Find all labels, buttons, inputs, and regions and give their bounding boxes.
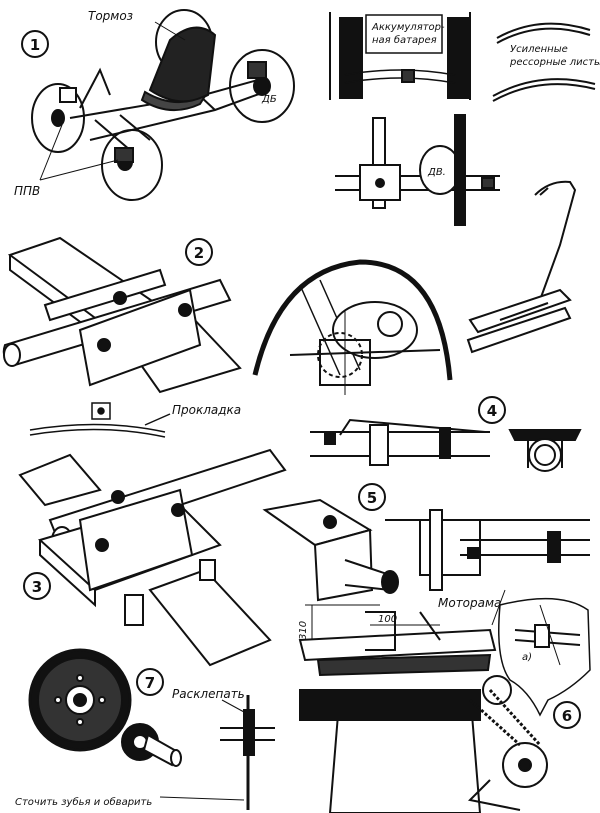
- label-battery-line2: ная батарея: [372, 34, 437, 46]
- engine-wheel-assembly: [335, 114, 500, 226]
- label-springs-line1: Усиленные: [510, 44, 568, 55]
- spring-leaf-lower: [148, 568, 272, 667]
- label-brake: Тормоз: [88, 9, 133, 23]
- figure-1-number: 1: [30, 36, 40, 54]
- figure-number-badge: [136, 668, 164, 696]
- figure-5-axle-bracket: [262, 483, 590, 602]
- figure-number-badge: [553, 701, 581, 729]
- figure-number-badge: [23, 572, 51, 600]
- label-gasket: Прокладка: [172, 403, 241, 417]
- figure-4-number: 4: [487, 402, 497, 420]
- label-engine-dv: ДВ.: [427, 167, 446, 178]
- label-motor-frame: Моторама: [438, 596, 501, 610]
- figure-7-number: 7: [145, 674, 155, 692]
- figure-number-badge: [185, 238, 213, 266]
- label-detail-a: а): [522, 652, 532, 663]
- clamp-plate: [78, 288, 202, 387]
- rear-right-wheel: [229, 49, 295, 123]
- figure-1-go-kart: [21, 9, 295, 201]
- front-left-wheel: [31, 83, 85, 153]
- brake-lever-drawing: [466, 180, 577, 354]
- label-dim-100: 100: [378, 614, 397, 625]
- seat: [148, 26, 217, 103]
- label-grind-teeth: Сточить зубья и обварить: [15, 796, 152, 808]
- battery-mount-drawing: [329, 12, 471, 100]
- figure-4-spring-mount: [310, 396, 582, 472]
- figure-number-badge: [21, 30, 49, 58]
- figure-6-motor-frame: [298, 589, 591, 813]
- figure-2-frame-clamp: [2, 236, 242, 394]
- wheel-arch-drive-drawing: [252, 259, 453, 395]
- clamp-block: [78, 488, 194, 592]
- gasket-drawing: [29, 402, 171, 438]
- figure-6-number: 6: [562, 707, 572, 725]
- label-dim-310: 310: [298, 621, 309, 640]
- axle-beam: [299, 689, 481, 721]
- reinforced-spring-leaves: [492, 22, 596, 102]
- figure-5-number: 5: [367, 489, 377, 507]
- figure-3-number: 3: [32, 578, 42, 596]
- figure-3-rail-clamp: [18, 448, 287, 667]
- detail-a-callout: [498, 597, 591, 717]
- label-ppv: ППВ: [14, 184, 40, 198]
- figure-7-sprockets: [28, 648, 275, 810]
- label-springs-line2: рессорные листы: [509, 57, 600, 68]
- figure-number-badge: [478, 396, 506, 424]
- label-battery-line1: Аккумулятор-: [371, 22, 445, 33]
- label-engine-db: ДБ: [261, 94, 277, 105]
- motor-frame-rail: [298, 628, 497, 662]
- figure-number-badge: [358, 483, 386, 511]
- front-right-wheel: [101, 129, 163, 201]
- figure-2-number: 2: [194, 244, 204, 262]
- label-rivet: Расклепать: [172, 687, 245, 701]
